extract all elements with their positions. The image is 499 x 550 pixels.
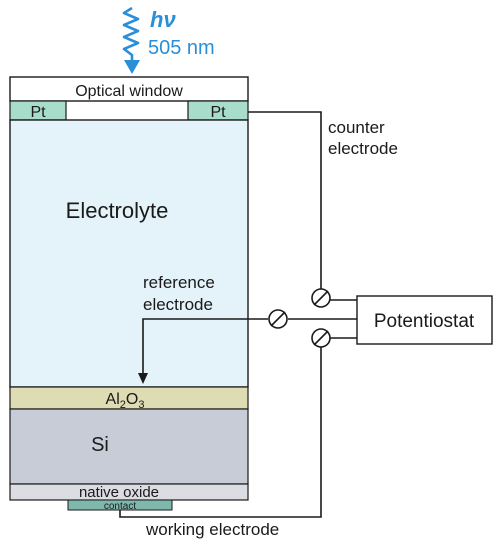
counter-meter-symbol xyxy=(311,288,331,308)
optical-window xyxy=(9,76,249,102)
light-arrow xyxy=(122,6,140,74)
counter-electrode-label-2: electrode xyxy=(328,139,398,158)
al2o3-label: Al2O3 xyxy=(106,391,145,411)
reference-electrode-arrowhead xyxy=(138,373,148,384)
pt-right-label: Pt xyxy=(210,104,226,121)
native-oxide-label: native oxide xyxy=(79,484,159,501)
counter-electrode-wire xyxy=(248,111,322,290)
potentiostat-label: Potentiostat xyxy=(374,311,475,332)
reference-electrode-label-1: reference xyxy=(143,273,215,292)
electrolyte-label: Electrolyte xyxy=(66,198,169,223)
working-electrode-label: working electrode xyxy=(145,520,279,539)
potentiostat-box xyxy=(356,295,493,345)
reference-meter-symbol xyxy=(268,309,288,329)
reference-electrode-label-2: electrode xyxy=(143,295,213,314)
contact-label: contact xyxy=(104,501,136,512)
electrolyte-region xyxy=(9,119,249,388)
si-substrate xyxy=(9,408,249,485)
si-label: Si xyxy=(91,434,109,456)
wavelength-label: 505 nm xyxy=(148,37,215,59)
working-meter-symbol xyxy=(311,328,331,348)
reference-electrode-wire xyxy=(142,318,357,374)
optical-window-label: Optical window xyxy=(75,83,183,100)
counter-electrode-label-1: counter xyxy=(328,118,385,137)
working-electrode-wire xyxy=(119,337,357,518)
pt-left-label: Pt xyxy=(30,104,46,121)
photon-energy-label: hν xyxy=(150,7,176,32)
